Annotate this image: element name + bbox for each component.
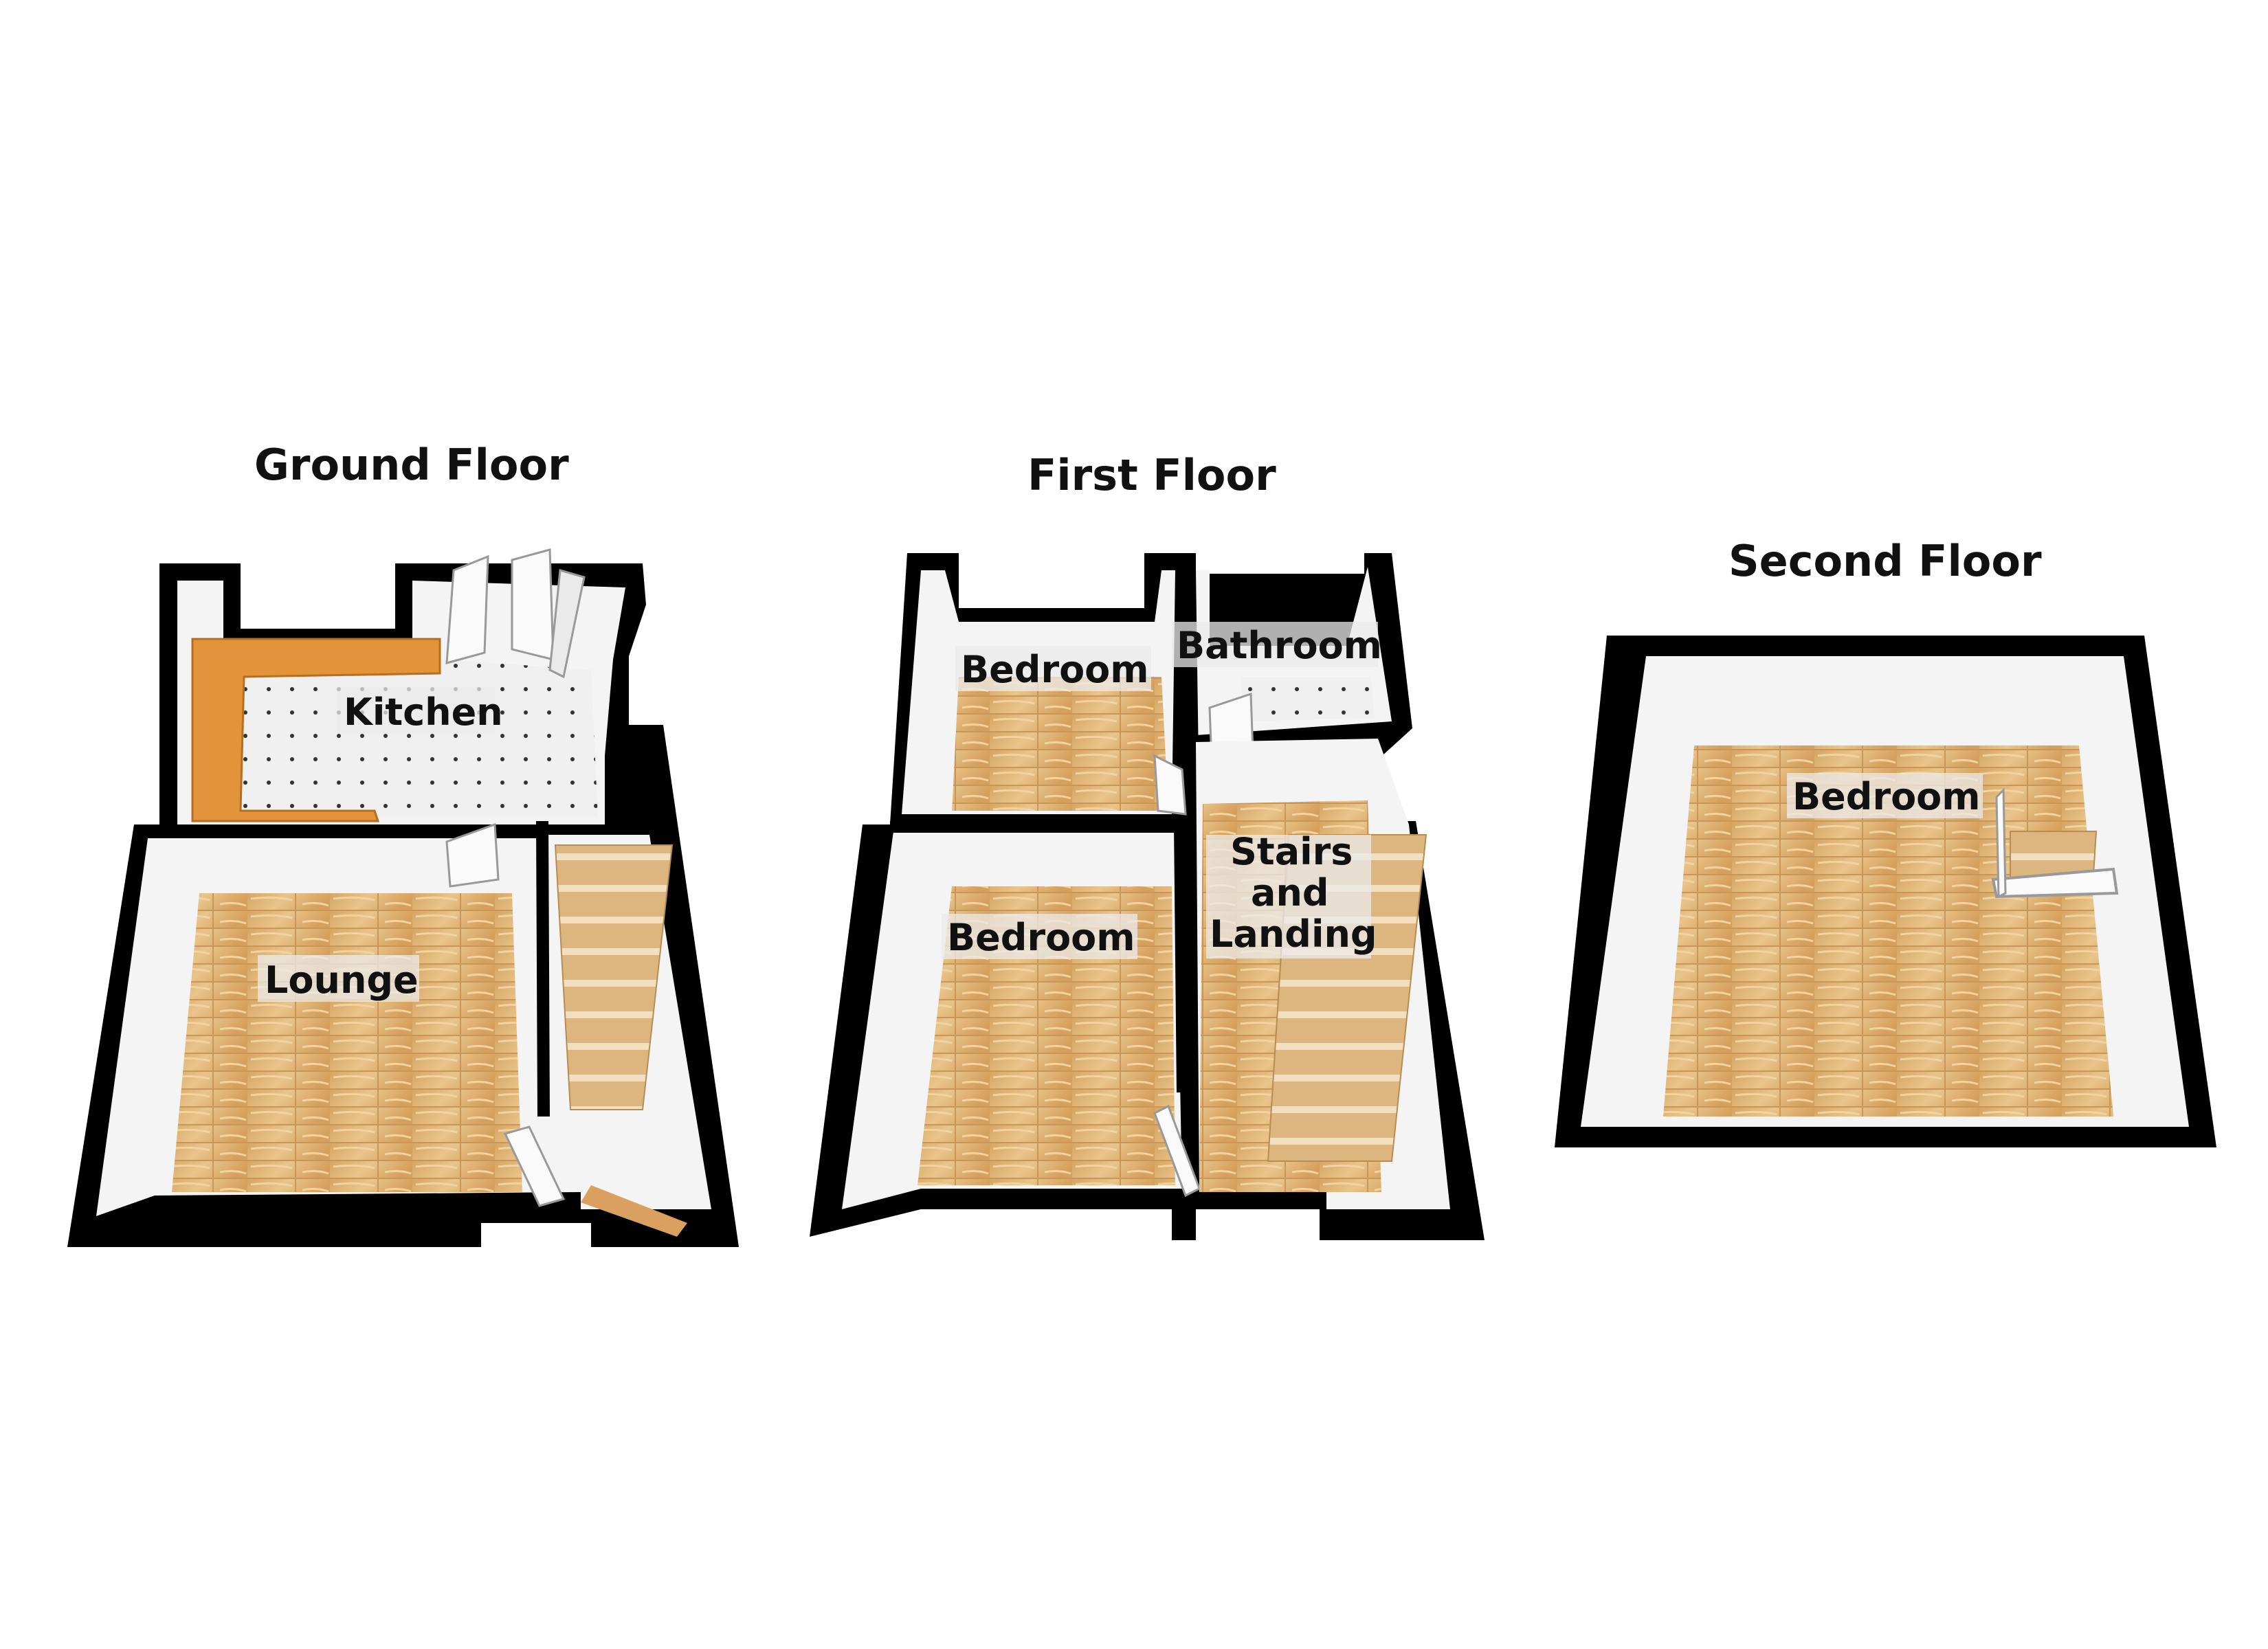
first-floor-title: First Floor [1027, 450, 1276, 500]
kitchen-french-doors [445, 548, 586, 679]
landing-label: Landing [1210, 912, 1377, 956]
back-bedroom-door [1153, 754, 1187, 816]
front-bedroom-label: Bedroom [947, 916, 1135, 959]
second-floor-plan: Bedroom [1555, 636, 2216, 1147]
ground-floor-title: Ground Floor [254, 440, 569, 490]
ground-floor-plan: Kitchen Lounge [67, 548, 739, 1247]
lounge-label: Lounge [265, 958, 419, 1002]
lounge-label-group: Lounge [258, 955, 419, 1002]
lounge-kitchen-divider-wall [141, 824, 440, 837]
second-floor-title: Second Floor [1728, 536, 2042, 586]
lounge-floor [172, 893, 522, 1192]
back-bedroom-label: Bedroom [961, 648, 1149, 691]
kitchen-label-group: Kitchen [337, 687, 503, 734]
front-bedroom-divider-wall [890, 821, 1175, 833]
kitchen-label: Kitchen [344, 691, 503, 734]
kitchen-worktop [191, 638, 441, 822]
front-bedroom-floor [918, 886, 1175, 1185]
stairs-label: Stairs [1230, 830, 1353, 873]
landing-label-group: Stairs and Landing [1206, 830, 1377, 958]
first-floor-plan: Bedroom Bathroom Bedroom Stairs and Land… [810, 553, 1485, 1240]
loft-stair-banister [1991, 787, 2119, 899]
front-door [503, 1125, 687, 1237]
back-bedroom-floor [952, 677, 1168, 811]
front-bedroom-label-group: Bedroom [942, 914, 1137, 959]
bathroom-floor [1241, 677, 1375, 721]
front-bedroom-side-wall [1174, 824, 1190, 1092]
ground-floor-stairs [554, 844, 674, 1110]
bathroom-label-group: Bathroom [1172, 622, 1382, 667]
lounge-door [445, 822, 500, 888]
back-bedroom-label-group: Bedroom [955, 646, 1151, 691]
bathroom-label: Bathroom [1177, 624, 1382, 667]
loft-bedroom-label-group: Bedroom [1787, 773, 1983, 818]
loft-bedroom-label: Bedroom [1792, 775, 1981, 818]
and-label: and [1251, 871, 1329, 915]
stairs-partition-wall [536, 821, 550, 1117]
